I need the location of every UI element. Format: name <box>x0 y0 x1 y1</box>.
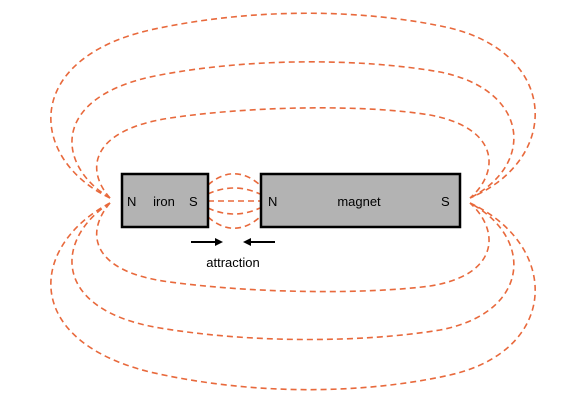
field-lines <box>50 12 536 391</box>
field-line-top-outer <box>50 12 536 199</box>
iron-left-pole-label: N <box>127 194 136 209</box>
magnet-left-pole-label: N <box>268 194 277 209</box>
field-line-top-middle <box>71 61 515 199</box>
iron-bar: N iron S <box>120 172 210 229</box>
field-line-bottom-outer <box>50 202 536 391</box>
magnet-bar: N magnet S <box>259 172 462 229</box>
iron-name-label: iron <box>153 194 175 209</box>
magnet-bar-body <box>259 172 462 229</box>
attraction-label: attraction <box>206 255 259 270</box>
field-line-bottom-middle <box>71 202 515 341</box>
field-line-bottom-inner <box>95 202 490 293</box>
magnet-name-label: magnet <box>337 194 381 209</box>
magnet-right-pole-label: S <box>441 194 450 209</box>
field-line-top-inner <box>95 107 490 199</box>
iron-bar-body <box>120 172 210 229</box>
field-line-gap-1 <box>207 172 261 186</box>
field-line-gap-4 <box>207 207 261 215</box>
field-line-gap-5 <box>207 216 261 230</box>
field-line-gap-2 <box>207 187 261 195</box>
iron-right-pole-label: S <box>189 194 198 209</box>
